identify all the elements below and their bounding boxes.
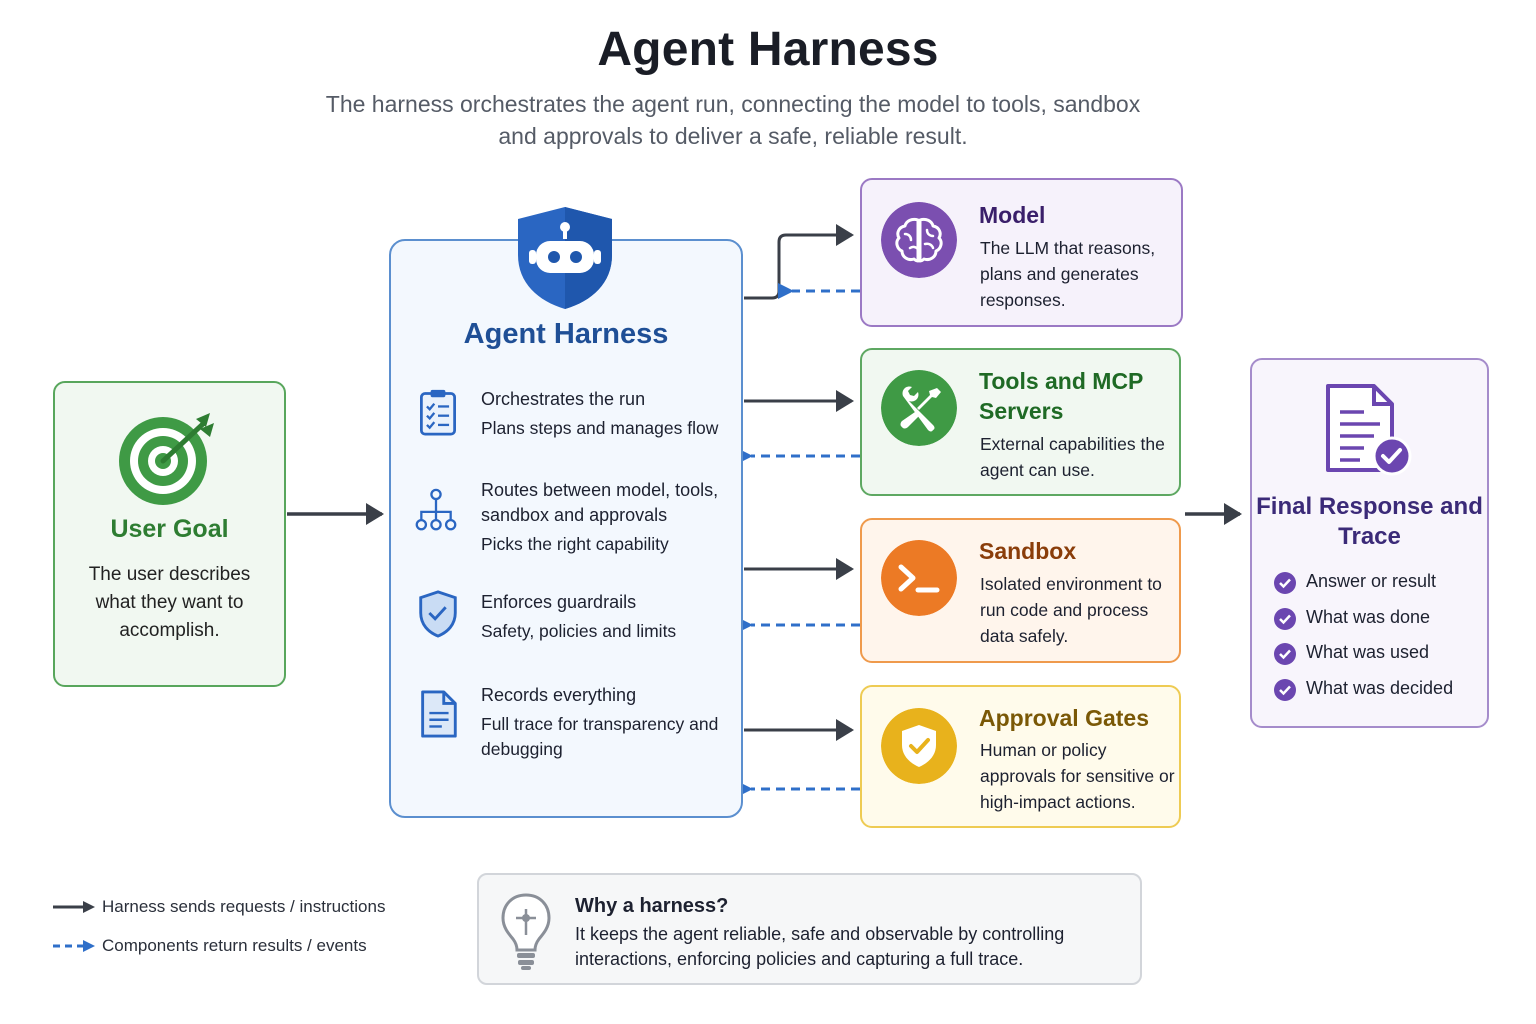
- robot-shield-icon: [518, 207, 612, 309]
- approval-gates-title: Approval Gates: [979, 705, 1149, 731]
- terminal-icon: [881, 540, 957, 616]
- user-goal-title: User Goal: [110, 515, 229, 543]
- tools-card: Tools and MCP Servers External capabilit…: [860, 348, 1181, 496]
- sandbox-title: Sandbox: [979, 538, 1077, 564]
- user-goal-description: The user describes what they want to acc…: [88, 564, 251, 641]
- why-harness-title: Why a harness?: [575, 895, 729, 917]
- document-icon: [421, 690, 457, 738]
- sandbox-card: Sandbox Isolated environment to run code…: [860, 518, 1181, 663]
- check-circle-icon: [1274, 572, 1296, 594]
- legend-solid-arrow-icon: [53, 901, 95, 913]
- model-description: The LLM that reasons, plans and generate…: [980, 238, 1156, 310]
- final-item-label: Answer or result: [1306, 571, 1437, 591]
- harness-title: Agent Harness: [463, 318, 669, 350]
- checklist-icon: [420, 389, 456, 436]
- wrench-screwdriver-icon: [881, 370, 957, 446]
- legend-dashed-arrow-icon: [53, 940, 95, 952]
- why-harness-description: It keeps the agent reliable, safe and ob…: [575, 924, 1065, 969]
- model-card: Model The LLM that reasons, plans and ge…: [860, 178, 1183, 327]
- page-title: Agent Harness: [597, 23, 939, 76]
- check-circle-icon: [1274, 679, 1296, 701]
- hierarchy-icon: [415, 488, 457, 531]
- harness-item-detail-records: Full trace for transparency and debuggin…: [481, 714, 719, 759]
- legend-solid-label: Harness sends requests / instructions: [102, 897, 386, 916]
- shield-check-icon: [881, 708, 957, 784]
- harness-item-heading-guardrails: Enforces guardrails: [481, 592, 637, 612]
- harness-item-detail-orchestrates: Plans steps and manages flow: [481, 418, 719, 438]
- final-response-card: Final Response and Trace Answer or resul…: [1250, 358, 1489, 728]
- tools-title: Tools and MCP Servers: [979, 368, 1143, 424]
- approval-gates-description: Human or policy approvals for sensitive …: [980, 740, 1175, 812]
- harness-item-heading-orchestrates: Orchestrates the run: [481, 389, 646, 409]
- arrow-harness-to-model: [744, 224, 854, 300]
- page-subtitle: The harness orchestrates the agent run, …: [325, 91, 1141, 149]
- model-title: Model: [979, 202, 1046, 228]
- harness-item-detail-guardrails: Safety, policies and limits: [481, 621, 677, 641]
- brain-icon: [881, 202, 957, 278]
- tools-description: External capabilities the agent can use.: [980, 434, 1165, 480]
- final-item-label: What was used: [1306, 642, 1430, 662]
- sandbox-description: Isolated environment to run code and pro…: [980, 574, 1162, 646]
- final-item-label: What was done: [1306, 607, 1431, 627]
- shield-check-icon: [419, 590, 457, 638]
- final-response-title: Final Response and Trace: [1256, 493, 1483, 550]
- why-harness-box: Why a harness? It keeps the agent reliab…: [477, 873, 1142, 985]
- approval-gates-card: Approval Gates Human or policy approvals…: [860, 685, 1181, 828]
- target-icon: [119, 413, 214, 505]
- final-item-label: What was decided: [1306, 678, 1454, 698]
- harness-item-heading-records: Records everything: [481, 685, 637, 705]
- check-circle-icon: [1274, 608, 1296, 630]
- legend-dashed-label: Components return results / events: [102, 936, 367, 955]
- check-circle-icon: [1274, 643, 1296, 665]
- harness-item-detail-routes: Picks the right capability: [481, 534, 669, 554]
- harness-item-heading-routes: Routes between model, tools, sandbox and…: [481, 480, 719, 525]
- lightbulb-icon: [501, 893, 551, 970]
- document-check-icon: [1326, 384, 1412, 476]
- user-goal-card: User Goal The user describes what they w…: [53, 381, 286, 687]
